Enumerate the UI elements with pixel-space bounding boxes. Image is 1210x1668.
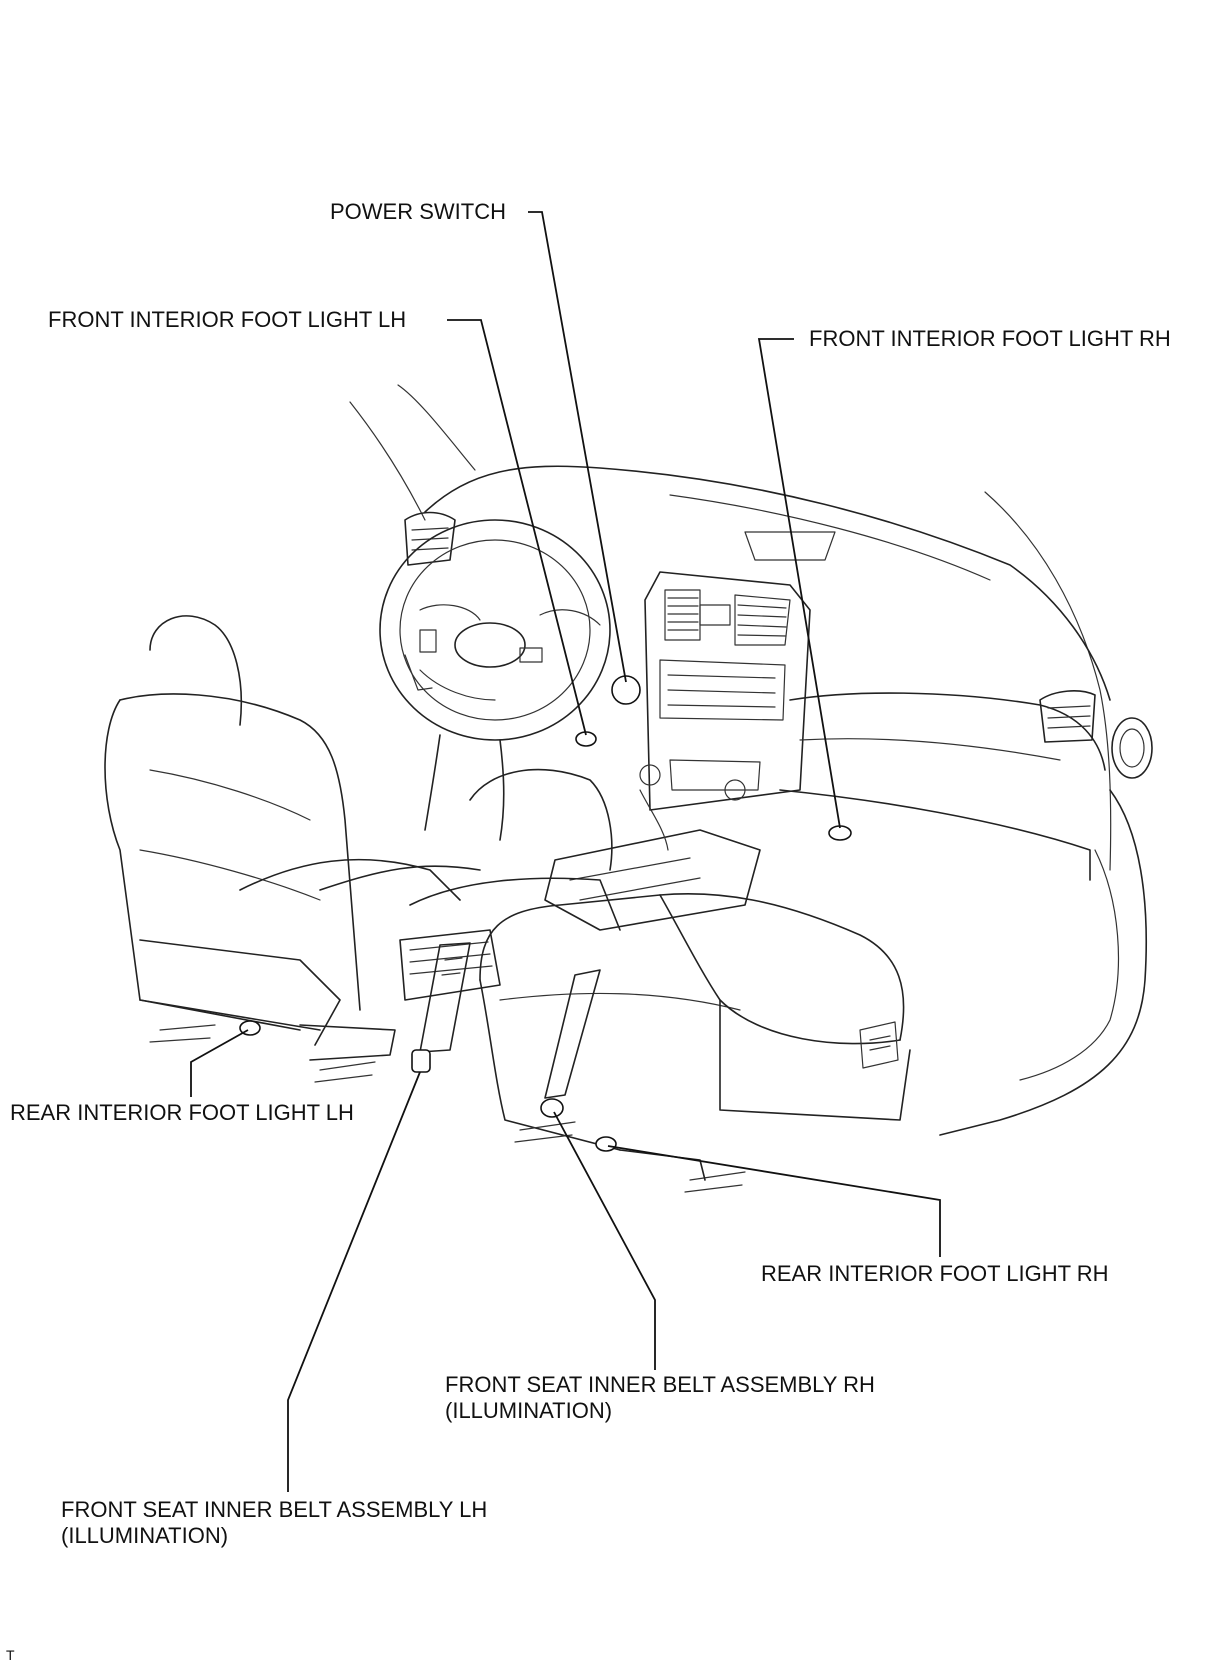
label-belt-rh-line1: FRONT SEAT INNER BELT ASSEMBLY RH <box>445 1372 875 1397</box>
label-rear-interior-foot-light-rh: REAR INTERIOR FOOT LIGHT RH <box>761 1261 1109 1286</box>
vehicle-interior-drawing <box>104 384 1153 1193</box>
front-foot-light-rh-part <box>828 825 852 841</box>
leader-lines <box>190 211 941 1492</box>
corner-mark: T <box>6 1647 15 1663</box>
label-rear-interior-foot-light-lh: REAR INTERIOR FOOT LIGHT LH <box>10 1100 354 1125</box>
rear-foot-light-rh-part <box>595 1136 617 1152</box>
power-switch-part <box>611 675 641 705</box>
label-front-interior-foot-light-lh: FRONT INTERIOR FOOT LIGHT LH <box>48 307 406 332</box>
callout-labels: POWER SWITCH FRONT INTERIOR FOOT LIGHT L… <box>6 199 1171 1663</box>
label-belt-lh-line1: FRONT SEAT INNER BELT ASSEMBLY LH <box>61 1497 487 1522</box>
label-belt-rh-line2: (ILLUMINATION) <box>445 1398 612 1423</box>
label-power-switch: POWER SWITCH <box>330 199 506 224</box>
label-belt-lh-line2: (ILLUMINATION) <box>61 1523 228 1548</box>
label-front-interior-foot-light-rh: FRONT INTERIOR FOOT LIGHT RH <box>809 326 1171 351</box>
